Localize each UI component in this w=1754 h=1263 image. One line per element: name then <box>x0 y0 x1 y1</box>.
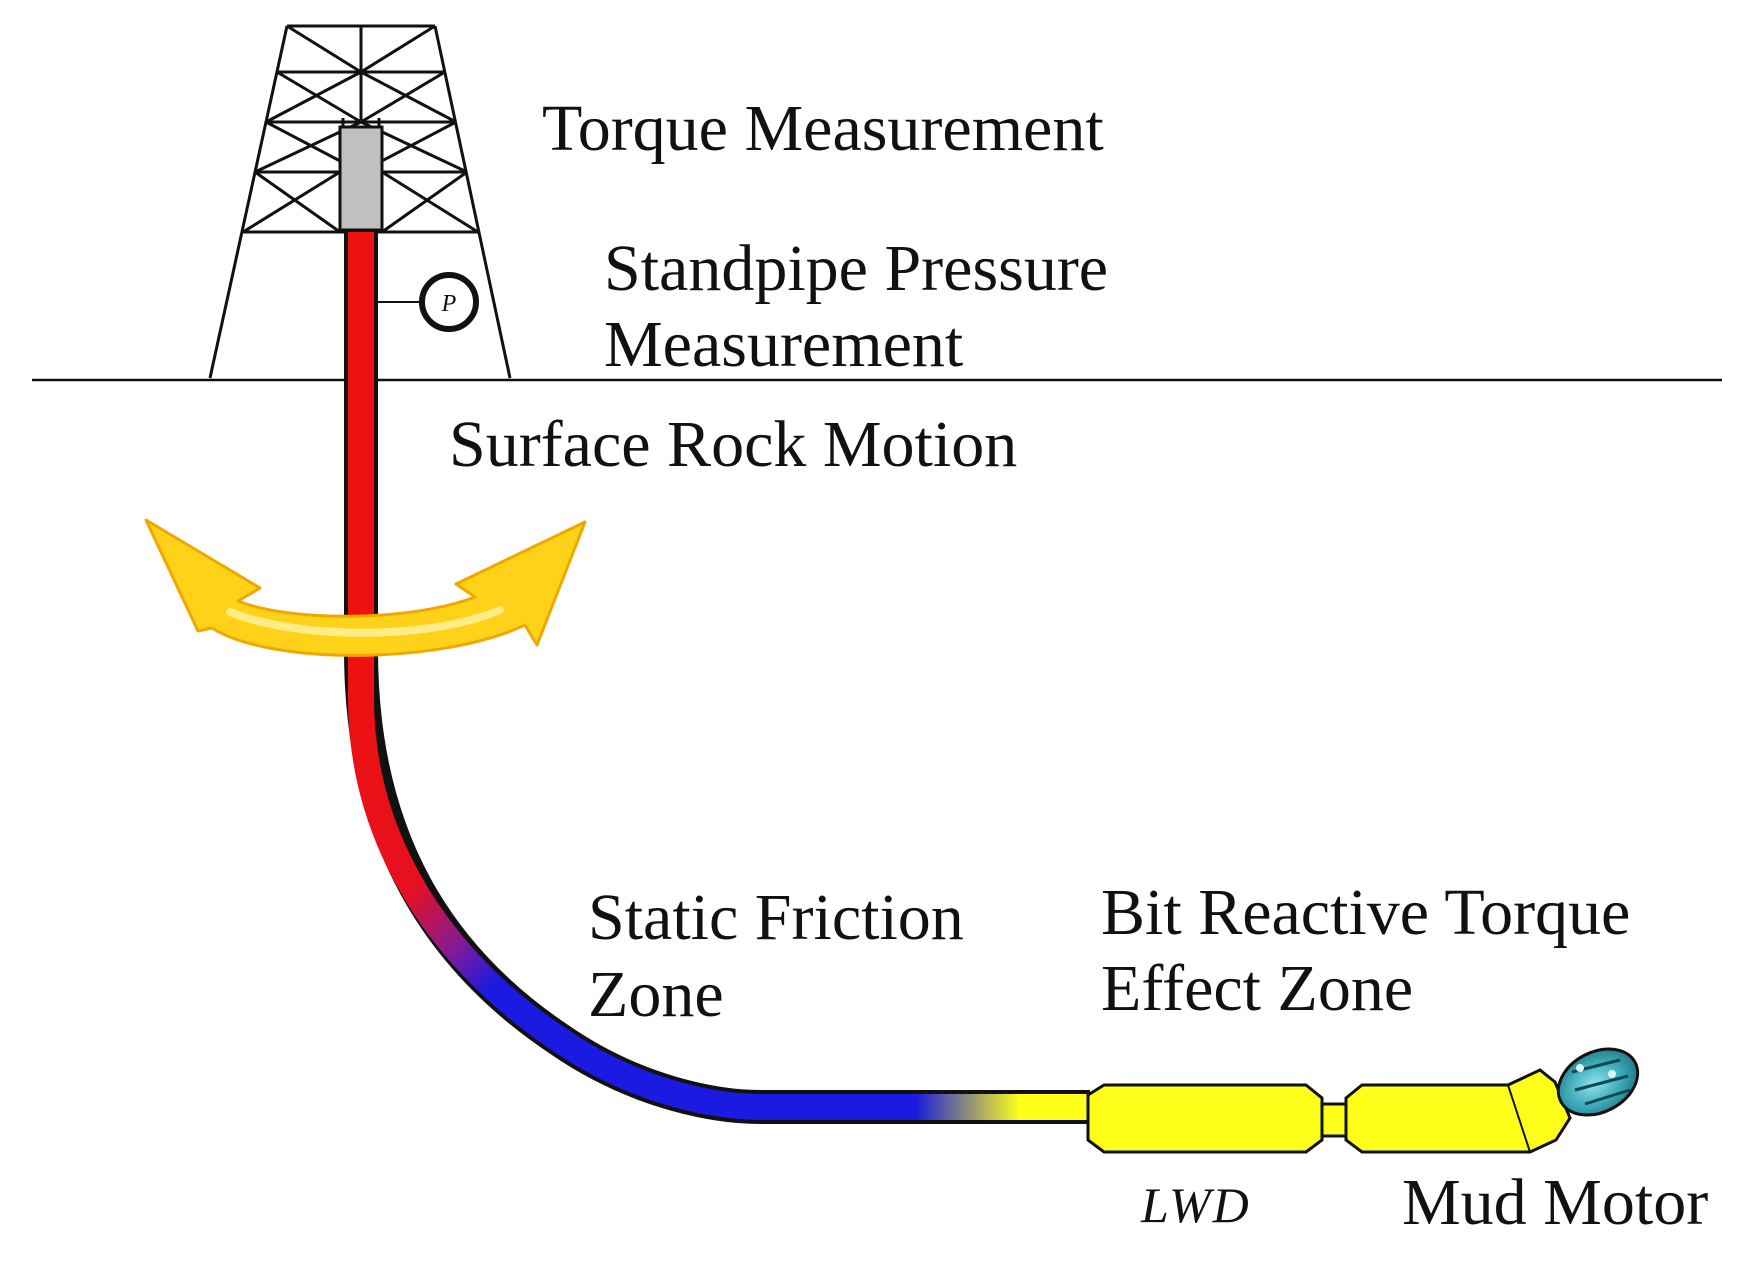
torque-measurement-label: Torque Measurement <box>542 92 1104 165</box>
derrick-left-leg <box>208 25 289 379</box>
standpipe-pressure-label-line1: Standpipe Pressure <box>604 232 1109 305</box>
surface-rock-motion-label: Surface Rock Motion <box>449 408 1018 481</box>
surface-rock-motion-arrow-icon <box>144 518 587 657</box>
drill-string-bend-section <box>348 697 763 1120</box>
lwd-label: LWD <box>1141 1177 1251 1233</box>
standpipe-pressure-label-line2: Measurement <box>604 308 964 381</box>
static-friction-zone-label-line2: Zone <box>588 958 724 1031</box>
pressure-gauge-symbol: P <box>441 291 457 317</box>
bit-reactive-torque-label-line2: Effect Zone <box>1101 952 1414 1025</box>
lwd-connector <box>1320 1102 1348 1138</box>
mud-motor-tool <box>1344 1068 1572 1154</box>
static-friction-zone-label-line1: Static Friction <box>588 881 964 954</box>
mud-motor-label: Mud Motor <box>1402 1166 1709 1239</box>
bottom-hole-assembly <box>1086 1068 1572 1154</box>
pressure-gauge-icon: P <box>375 272 479 332</box>
lwd-tool <box>1086 1083 1324 1154</box>
derrick-right-leg <box>433 25 512 379</box>
bit-reactive-torque-label-line1: Bit Reactive Torque <box>1101 876 1631 949</box>
drill-bit-icon <box>1556 1047 1640 1117</box>
kelly-torque-sensor <box>338 125 384 232</box>
